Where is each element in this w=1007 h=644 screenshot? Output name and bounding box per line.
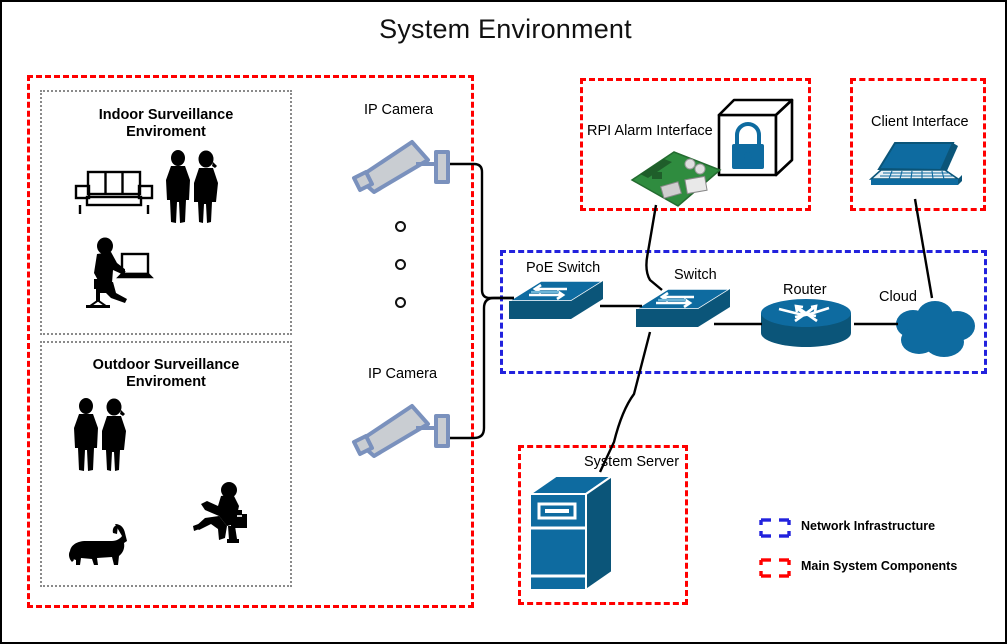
legend-swatch-system-icon xyxy=(759,558,791,578)
camera-top-label: IP Camera xyxy=(364,102,434,118)
legend-item-system: Main System Components xyxy=(759,555,989,583)
server-label: System Server xyxy=(584,454,680,470)
server-tower-icon xyxy=(526,474,616,592)
rpi-label: RPI Alarm Interface xyxy=(587,123,713,139)
ip-camera-icon xyxy=(352,404,450,458)
switch-label: Switch xyxy=(674,267,717,283)
raspberry-pi-board-icon xyxy=(630,151,722,207)
vertical-ellipsis-dots xyxy=(395,297,406,308)
legend-item-network: Network Infrastructure xyxy=(759,515,989,543)
client-label: Client Interface xyxy=(871,114,969,130)
running-man-icon xyxy=(193,482,247,543)
person-at-computer-icon xyxy=(86,237,154,308)
zone-outdoor-surveillance xyxy=(40,341,292,587)
legend-swatch-network-icon xyxy=(759,518,791,538)
cloud-icon xyxy=(896,301,975,357)
cloud-label: Cloud xyxy=(879,289,917,305)
group-rpi-alarm-interface xyxy=(580,78,811,211)
sofa-icon xyxy=(74,170,154,214)
two-people-icon xyxy=(74,398,126,471)
legend-label-system: Main System Components xyxy=(801,559,958,573)
network-switch-icon xyxy=(507,280,605,319)
zone-indoor-label: Indoor Surveillance Enviroment xyxy=(98,107,234,140)
legend: Network Infrastructure Main System Compo… xyxy=(759,515,989,583)
two-people-icon xyxy=(166,150,218,223)
laptop-icon xyxy=(868,142,962,185)
vertical-ellipsis-dots xyxy=(395,259,406,270)
page-title: System Environment xyxy=(379,14,632,44)
poe-switch-label: PoE Switch xyxy=(526,260,601,276)
zone-indoor-surveillance xyxy=(40,90,292,335)
padlock-box-icon xyxy=(717,98,794,177)
router-label: Router xyxy=(783,282,827,298)
zone-outdoor-label: Outdoor Surveillance Enviroment xyxy=(92,357,240,390)
camera-bottom-label: IP Camera xyxy=(368,366,438,382)
legend-label-network: Network Infrastructure xyxy=(801,519,936,533)
network-switch-icon xyxy=(634,288,732,327)
vertical-ellipsis-dots xyxy=(395,221,406,232)
dog-icon xyxy=(68,524,127,565)
router-icon xyxy=(761,299,851,347)
ip-camera-icon xyxy=(352,140,450,194)
